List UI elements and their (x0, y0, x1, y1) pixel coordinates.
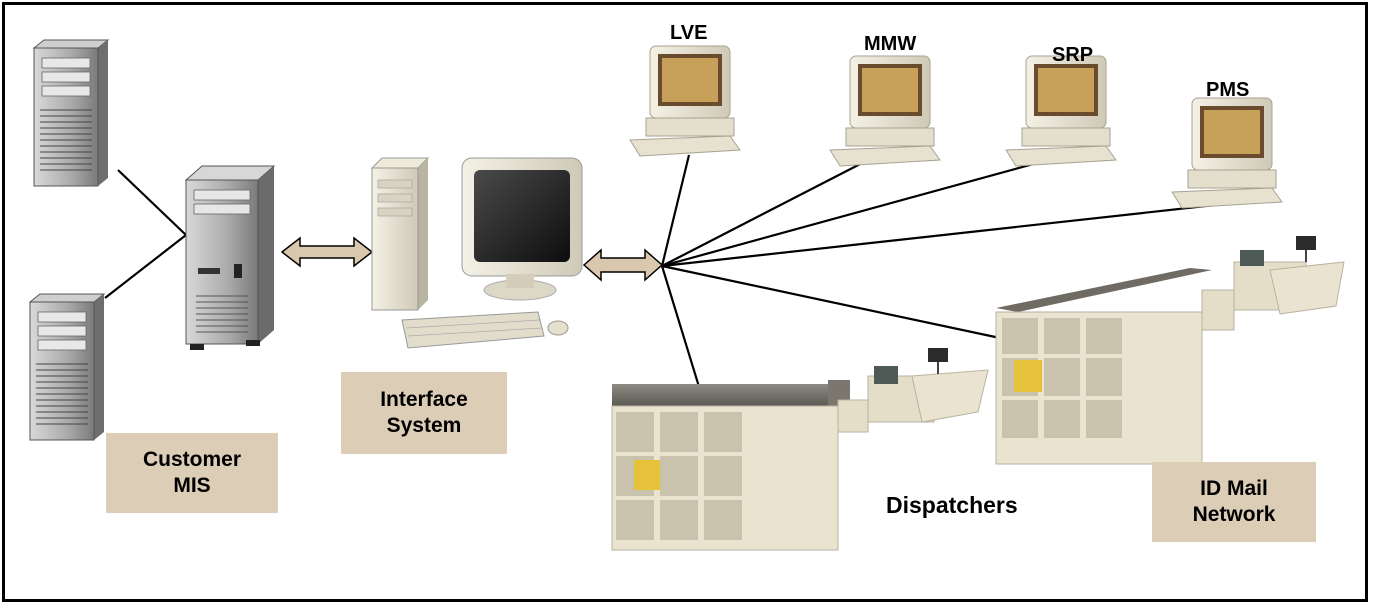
central-server-tower (184, 165, 276, 350)
workstation-label-pms: PMS (1206, 79, 1250, 101)
interface-system-computer (370, 157, 583, 349)
workstation-computer-pms (1171, 97, 1283, 209)
workstation-computer-lve (629, 45, 741, 157)
double-arrow-right (582, 248, 664, 282)
workstation-label-srp: SRP (1052, 44, 1094, 66)
connection-lines (104, 154, 1216, 391)
line-hub-pms (661, 203, 1216, 268)
interface-system-label: Interface System (341, 372, 507, 454)
customer-mis-label: Customer MIS (106, 433, 278, 513)
workstation-computer-srp (1005, 55, 1117, 167)
workstation-computer-mmw (829, 55, 941, 167)
line-server2-tower (104, 234, 187, 299)
double-arrow-left (280, 236, 374, 268)
line-hub-dispatcher (660, 265, 702, 391)
line-hub-srp (661, 158, 1049, 268)
dispatcher-machine-right (995, 236, 1345, 465)
server-tower-2 (28, 293, 106, 441)
server-tower-1 (32, 39, 110, 187)
workstation-label-lve: LVE (670, 22, 708, 44)
workstation-label-mmw: MMW (864, 33, 917, 55)
network-diagram (28, 39, 1345, 551)
line-hub-mmw (661, 159, 869, 267)
line-hub-network (661, 264, 1001, 340)
dispatcher-machine-left (611, 348, 989, 551)
line-hub-lve (660, 154, 691, 267)
dispatchers-label: Dispatchers (886, 492, 1018, 518)
line-server1-tower (117, 169, 187, 236)
id-mail-network-label: ID Mail Network (1152, 462, 1316, 542)
